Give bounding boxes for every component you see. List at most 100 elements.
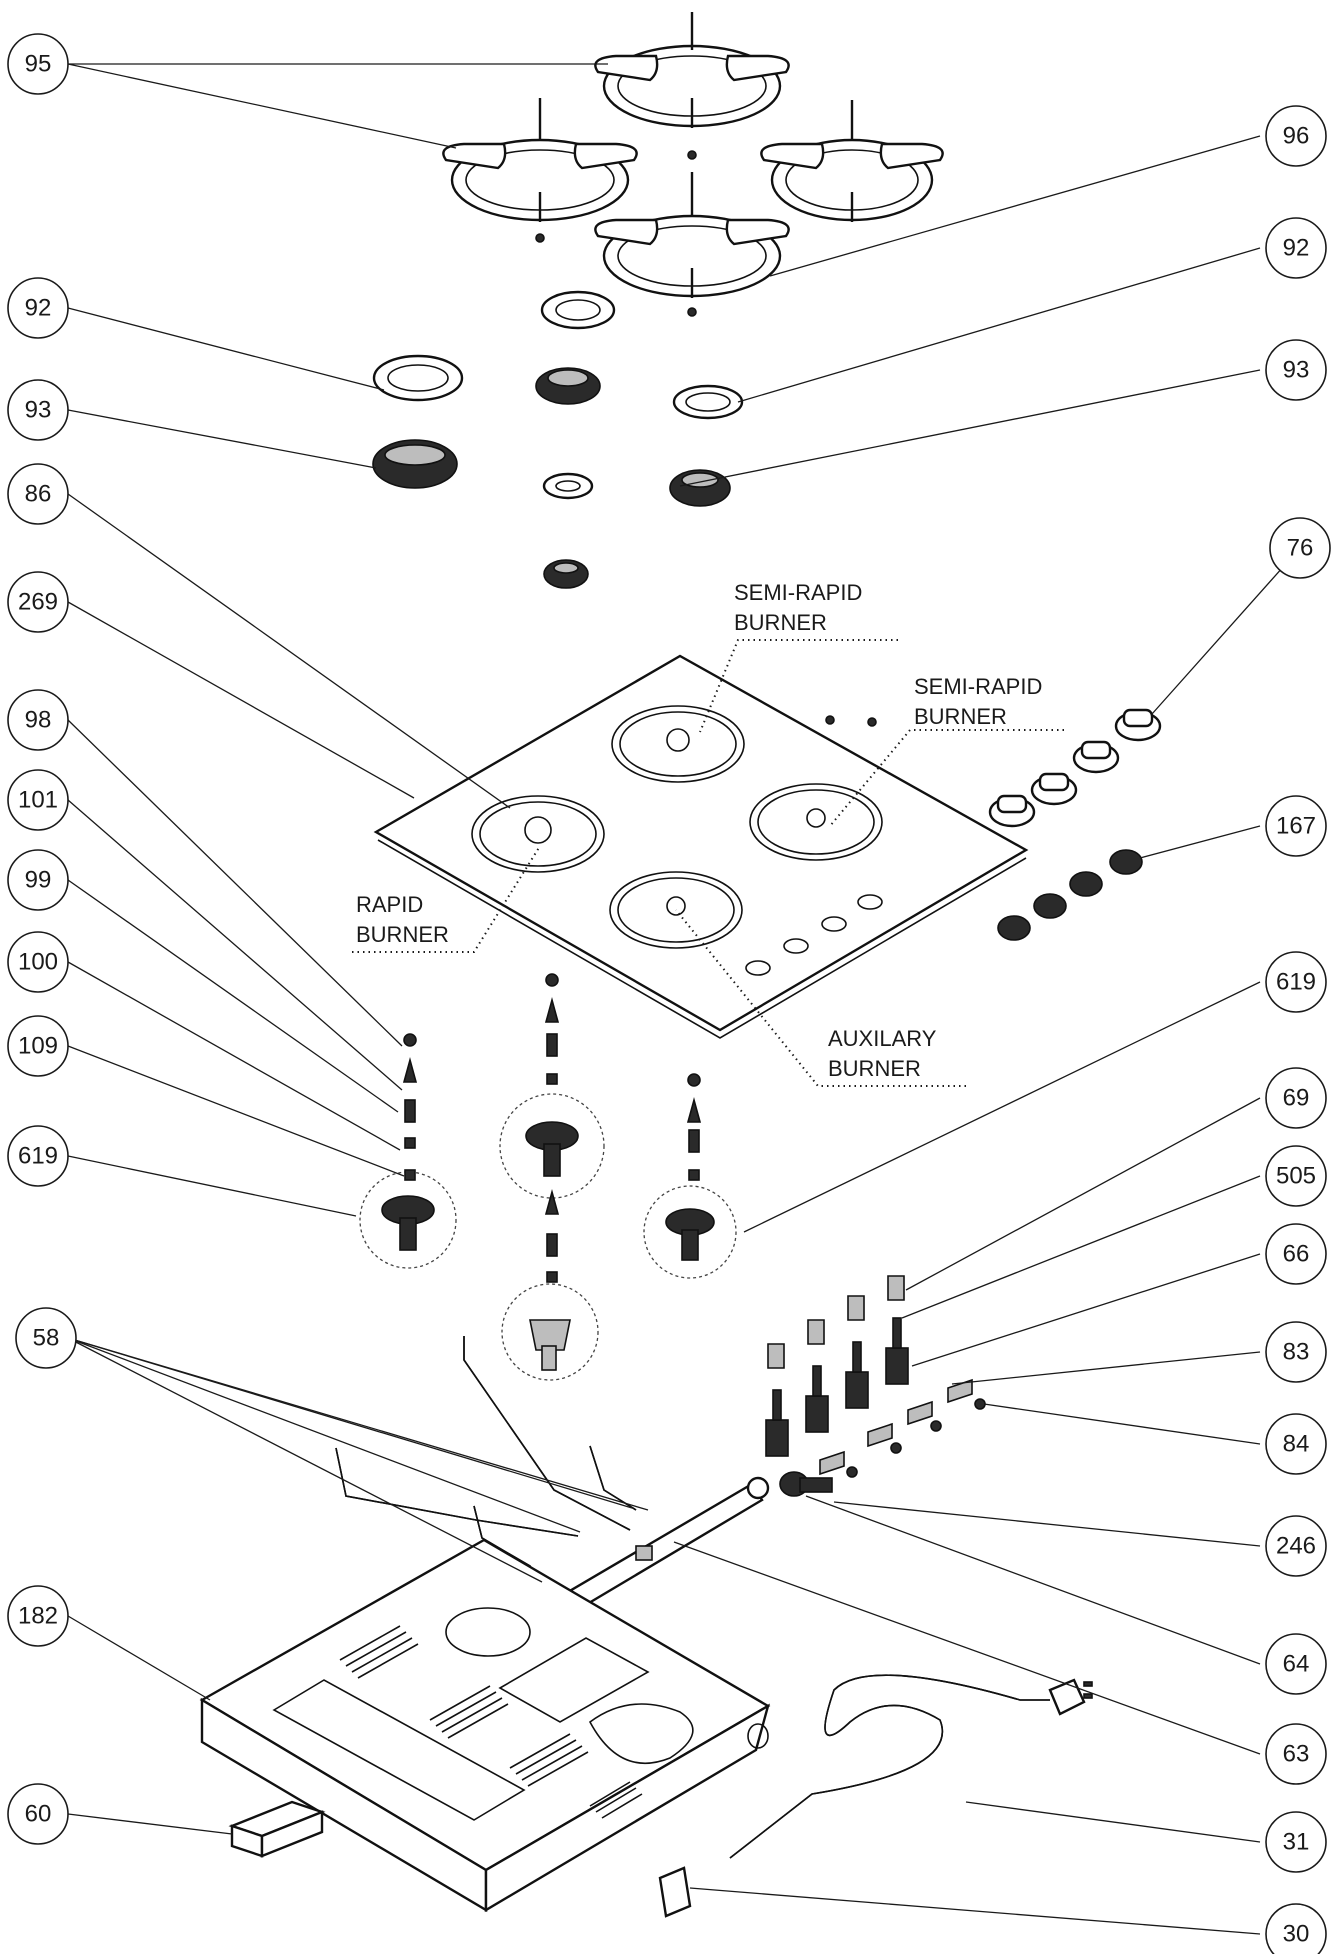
burner-cup-right xyxy=(665,1208,715,1261)
callout-number: 505 xyxy=(1276,1163,1316,1190)
vent-slots xyxy=(339,1625,643,1819)
callout-circle xyxy=(7,689,69,751)
gas-inlet-connector xyxy=(779,1471,833,1497)
callout-84: 84 xyxy=(1265,1413,1327,1475)
callout-number: 64 xyxy=(1283,1651,1310,1678)
callout-number: 60 xyxy=(25,1801,52,1828)
burner-type-labels: SEMI-RAPID BURNER SEMI-RAPID BURNER RAPI… xyxy=(352,580,1064,1087)
callout-93b: 93 xyxy=(1265,339,1327,401)
callout-circle xyxy=(7,277,69,339)
callout-619a: 619 xyxy=(1265,951,1327,1013)
callout-number: 69 xyxy=(1283,1085,1310,1112)
burner-head-right xyxy=(669,469,731,507)
pan-support-left xyxy=(442,98,638,243)
callout-number: 93 xyxy=(25,397,52,424)
callout-101: 101 xyxy=(7,769,69,831)
label-semi-rapid-1: SEMI-RAPID BURNER xyxy=(734,580,868,635)
burner-cap-right xyxy=(672,384,744,420)
callout-number: 93 xyxy=(1283,357,1310,384)
callout-number: 619 xyxy=(1276,969,1316,996)
callout-number: 84 xyxy=(1283,1431,1310,1458)
knob-2 xyxy=(1030,772,1078,806)
pan-support-front xyxy=(594,172,790,317)
burner-hole-left xyxy=(471,795,605,873)
callout-circle xyxy=(1265,1723,1327,1785)
burner-heads xyxy=(372,367,731,589)
callout-number: 109 xyxy=(18,1033,58,1060)
power-cable xyxy=(729,1674,1093,1859)
callout-circle xyxy=(1265,105,1327,167)
callout-505: 505 xyxy=(1265,1145,1327,1207)
callout-182: 182 xyxy=(7,1585,69,1647)
pan-supports xyxy=(442,12,944,317)
callout-number: 58 xyxy=(33,1325,60,1352)
thermocouple-clips xyxy=(767,1275,905,1369)
burner-cap-small xyxy=(542,472,594,500)
burner-cup-front xyxy=(529,1319,571,1371)
label-rapid-line1: RAPID xyxy=(356,892,423,917)
pan-support-top xyxy=(594,12,790,160)
callout-circle xyxy=(1265,1413,1327,1475)
callout-circle xyxy=(1265,217,1327,279)
callout-92a: 92 xyxy=(7,277,69,339)
label-auxiliary: AUXILARY BURNER xyxy=(828,1026,942,1081)
callout-circle xyxy=(1265,1321,1327,1383)
callout-number: 76 xyxy=(1287,535,1314,562)
burner-hole-front xyxy=(609,871,743,949)
callout-circle xyxy=(7,769,69,831)
callout-circle xyxy=(7,849,69,911)
callout-circle xyxy=(7,379,69,441)
burner-cup-center xyxy=(525,1121,579,1177)
callout-number: 167 xyxy=(1276,813,1316,840)
gas-tap-1 xyxy=(765,1389,789,1457)
knob-1 xyxy=(988,794,1036,828)
cable-clamp xyxy=(658,1866,692,1918)
callout-circle xyxy=(7,931,69,993)
callout-circle xyxy=(7,1015,69,1077)
callout-83: 83 xyxy=(1265,1321,1327,1383)
gas-tap-4 xyxy=(885,1317,909,1385)
callout-246: 246 xyxy=(1265,1515,1327,1577)
callout-circle xyxy=(1265,795,1327,857)
label-semi-rapid-2-line2: BURNER xyxy=(914,704,1007,729)
callout-63: 63 xyxy=(1265,1723,1327,1785)
callout-number: 30 xyxy=(1283,1921,1310,1948)
callout-number: 101 xyxy=(18,787,58,814)
callout-circle xyxy=(1265,1067,1327,1129)
callout-86: 86 xyxy=(7,463,69,525)
callout-number: 246 xyxy=(1276,1533,1316,1560)
callout-number: 182 xyxy=(18,1603,58,1630)
callout-number: 99 xyxy=(25,867,52,894)
callout-number: 95 xyxy=(25,51,52,78)
callout-number: 92 xyxy=(25,295,52,322)
callout-number: 31 xyxy=(1283,1829,1310,1856)
callout-66: 66 xyxy=(1265,1223,1327,1285)
gas-tap-2 xyxy=(805,1365,829,1433)
burner-cap-left xyxy=(372,354,464,402)
callout-number: 619 xyxy=(18,1143,58,1170)
callout-109: 109 xyxy=(7,1015,69,1077)
callout-circle xyxy=(7,463,69,525)
callout-76: 76 xyxy=(1269,517,1331,579)
label-semi-rapid-2-line1: SEMI-RAPID xyxy=(914,674,1042,699)
callout-96: 96 xyxy=(1265,105,1327,167)
callout-bubbles: 9596929293938626976981019916710061910961… xyxy=(7,33,1331,1954)
callout-69: 69 xyxy=(1265,1067,1327,1129)
callout-58: 58 xyxy=(15,1307,77,1369)
burner-cups xyxy=(359,973,737,1381)
callout-269: 269 xyxy=(7,571,69,633)
callout-circle xyxy=(7,1783,69,1845)
callout-30: 30 xyxy=(1265,1903,1327,1954)
callout-92b: 92 xyxy=(1265,217,1327,279)
bezel-1 xyxy=(997,915,1031,941)
label-semi-rapid-2: SEMI-RAPID BURNER xyxy=(914,674,1048,729)
callout-60: 60 xyxy=(7,1783,69,1845)
burner-head-left xyxy=(372,439,458,489)
callout-number: 83 xyxy=(1283,1339,1310,1366)
callout-number: 63 xyxy=(1283,1741,1310,1768)
label-rapid-line2: BURNER xyxy=(356,922,449,947)
label-semi-rapid-1-line2: BURNER xyxy=(734,610,827,635)
burner-caps xyxy=(372,290,744,500)
callout-99: 99 xyxy=(7,849,69,911)
